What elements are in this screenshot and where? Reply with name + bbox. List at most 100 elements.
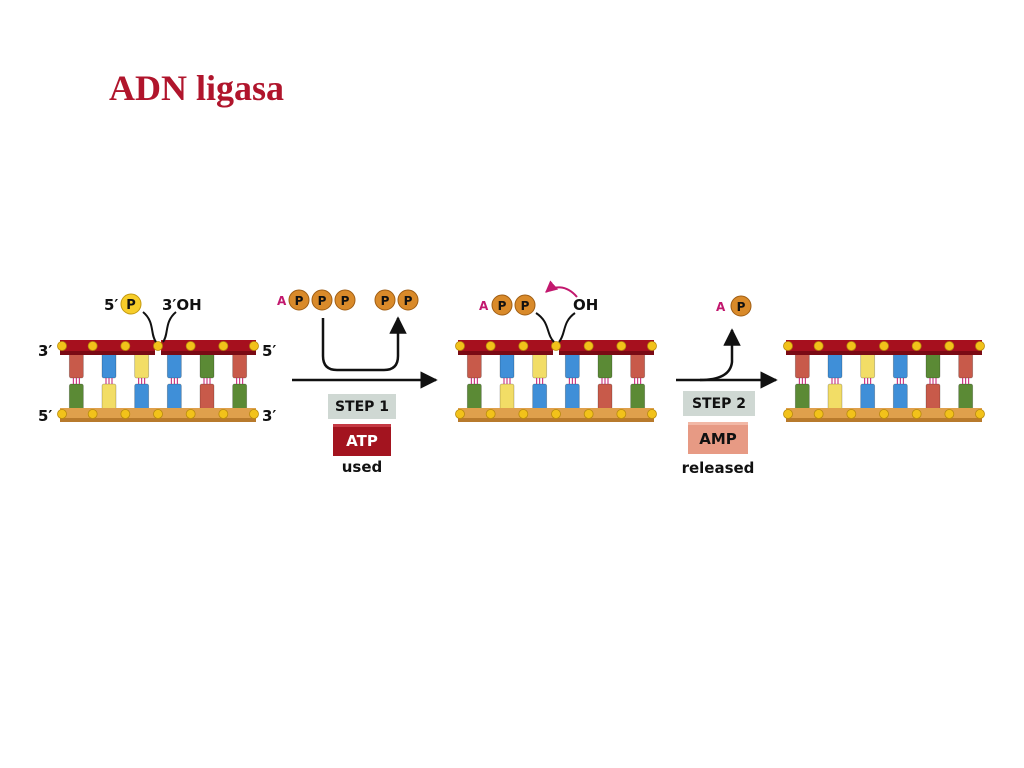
phosphate-node-top — [518, 341, 529, 351]
phosphate-node-bottom — [185, 409, 196, 419]
step2-release-arrow — [699, 328, 741, 382]
step2-group: A P STEP 2 AMP released — [676, 295, 778, 477]
bottom-backbone-shade — [786, 418, 982, 422]
dna-panel-intermediate: A P P OH — [455, 280, 657, 422]
base-bottom — [827, 383, 843, 411]
dna-ladder-intermediate — [455, 340, 657, 422]
atp-molecule: P P P — [288, 289, 356, 311]
phosphate-node-bottom — [153, 409, 163, 419]
phosphate-node-bottom — [911, 409, 922, 419]
phosphate-node-bottom — [879, 409, 889, 419]
step1-label: STEP 1 — [335, 399, 389, 415]
base-bottom — [860, 383, 876, 411]
phosphate-node-bottom — [249, 409, 259, 419]
base-top — [466, 351, 482, 379]
bottom-backbone-shade — [458, 418, 654, 422]
phosphate-node-top — [975, 341, 985, 351]
bottom-right-end-label: 3′ — [262, 407, 276, 425]
nucleophilic-attack-arrow — [545, 280, 578, 298]
bottom-backbone-shade — [60, 418, 256, 422]
base-top — [860, 351, 876, 379]
amp-box-highlight — [688, 422, 748, 425]
phosphate-node-bottom — [975, 409, 985, 419]
phosphate-node-top — [583, 341, 594, 351]
phosphate-node-top — [485, 341, 496, 351]
atp-phosphate-bead — [288, 289, 310, 311]
step1-group: A P P P P P STEP 1 ATP used — [277, 289, 438, 476]
base-top — [532, 351, 548, 379]
phosphate-node-top — [783, 341, 793, 351]
ppi-phosphate-bead — [374, 289, 396, 311]
phosphate-node-top — [57, 341, 67, 351]
phosphate-end-label: 5′ — [104, 296, 118, 314]
base-bottom — [564, 383, 580, 411]
step1-uptake-arrow — [321, 316, 407, 372]
phosphate-node-bottom — [485, 409, 496, 419]
base-bottom — [68, 383, 84, 411]
top-right-end-label: 5′ — [262, 342, 276, 360]
base-bottom — [101, 383, 117, 411]
phosphate-node-top — [249, 341, 259, 351]
bottom-left-end-label: 5′ — [38, 407, 52, 425]
step2-caption: released — [682, 459, 755, 477]
phosphate-node-bottom — [57, 409, 67, 419]
top-backbone-shade — [161, 351, 256, 355]
base-bottom — [134, 383, 150, 411]
step1-label-box — [328, 394, 396, 419]
intermediate-phosphate-bead — [491, 294, 513, 316]
base-bottom — [532, 383, 548, 411]
base-top — [630, 351, 646, 379]
base-bottom — [597, 383, 613, 411]
base-top — [827, 351, 843, 379]
hydroxyl-end-linker — [162, 311, 177, 343]
atp-phosphate-symbol: P — [341, 294, 350, 308]
atp-phosphate-bead — [334, 289, 356, 311]
phosphate-node-top — [218, 341, 229, 351]
base-bottom — [199, 383, 215, 411]
phosphate-node-top — [551, 341, 561, 351]
base-top — [564, 351, 580, 379]
pyrophosphate-molecule: P P — [374, 289, 419, 311]
step2-label: STEP 2 — [692, 396, 746, 412]
intermediate-phosphate-symbol: P — [521, 299, 530, 313]
dna-panel-nicked: 3′ 5′ 5′ 3′ 5′ P 3′OH — [38, 293, 276, 425]
top-backbone-shade — [559, 351, 654, 355]
ppi-phosphate-bead — [397, 289, 419, 311]
phosphate-end-linker — [142, 311, 157, 343]
base-top — [232, 351, 248, 379]
phosphate-node-bottom — [87, 409, 98, 419]
phosphate-node-bottom — [647, 409, 657, 419]
phosphate-node-top — [455, 341, 465, 351]
phosphate-node-bottom — [551, 409, 561, 419]
atp-phosphate-symbol: P — [318, 294, 327, 308]
phosphate-node-top — [120, 341, 131, 351]
base-bottom — [925, 383, 941, 411]
phosphate-node-bottom — [120, 409, 131, 419]
atp-box-highlight — [333, 424, 391, 427]
phosphate-node-top — [911, 341, 922, 351]
amp-released-adenosine-symbol: A — [716, 300, 726, 314]
phosphate-node-bottom — [944, 409, 955, 419]
top-backbone-shade — [60, 351, 155, 355]
phosphate-node-bottom — [455, 409, 465, 419]
free-phosphate-symbol: P — [126, 298, 136, 313]
base-bottom — [630, 383, 646, 411]
atp-label: ATP — [346, 432, 378, 450]
phosphate-node-top — [153, 341, 163, 351]
amp-label: AMP — [699, 430, 737, 448]
amp-box — [688, 422, 748, 454]
base-top — [101, 351, 117, 379]
phosphate-node-top — [616, 341, 627, 351]
base-bottom — [794, 383, 810, 411]
base-bottom — [232, 383, 248, 411]
base-top — [199, 351, 215, 379]
dna-ladder-nicked — [57, 340, 259, 422]
ppi-phosphate-symbol: P — [404, 294, 413, 308]
top-left-end-label: 3′ — [38, 342, 52, 360]
hydroxyl-end-label: 3′OH — [162, 296, 202, 314]
phosphate-node-top — [944, 341, 955, 351]
amp-adenosine-symbol: A — [479, 299, 489, 313]
phosphate-node-bottom — [518, 409, 529, 419]
phosphate-node-top — [185, 341, 196, 351]
base-bottom — [958, 383, 974, 411]
